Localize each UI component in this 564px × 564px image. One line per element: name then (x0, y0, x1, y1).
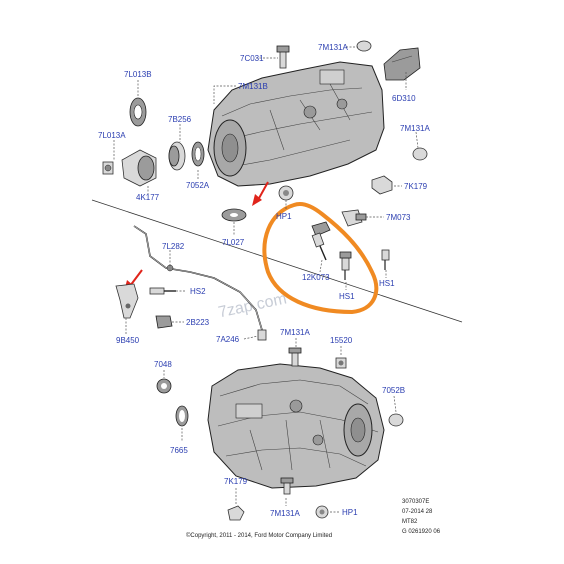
part-7048-seal (156, 378, 172, 394)
upper-transmission-case (207, 61, 385, 187)
label-7L013B[interactable]: 7L013B (124, 70, 152, 79)
footer-meta: 3070307E 07-2014 28 MT82 G 0261920 06 ©C… (186, 499, 441, 539)
copyright: ©Copyright, 2011 - 2014, Ford Motor Comp… (186, 532, 332, 539)
part-7M073-switch (341, 209, 367, 227)
label-HS2[interactable]: HS2 (190, 287, 206, 296)
label-9B450[interactable]: 9B450 (116, 336, 140, 345)
g-code: G 0261920 06 (402, 529, 441, 535)
part-7C031-bolt (276, 45, 290, 69)
part-7L027-washer (221, 208, 247, 222)
label-HS1-center[interactable]: HS1 (339, 292, 355, 301)
red-arrow-upper (252, 181, 269, 206)
label-6D310[interactable]: 6D310 (392, 94, 416, 103)
label-7K179-bottom[interactable]: 7K179 (224, 477, 248, 486)
label-7C031[interactable]: 7C031 (240, 54, 264, 63)
label-7M131A-mid[interactable]: 7M131A (280, 328, 310, 337)
part-4K177-housing (121, 149, 157, 187)
label-7M131A-bottom[interactable]: 7M131A (270, 509, 300, 518)
part-7K179-plug-top (371, 175, 393, 195)
part-12K073-sensor (311, 221, 331, 261)
label-7052B[interactable]: 7052B (382, 386, 405, 395)
part-6D310-bracket (383, 47, 421, 81)
part-15520-sensor (335, 357, 347, 369)
lower-transmission-case (207, 363, 385, 489)
label-7048[interactable]: 7048 (154, 360, 172, 369)
part-HS1-sensor-center (339, 251, 352, 280)
label-7665[interactable]: 7665 (170, 446, 188, 455)
label-7A246[interactable]: 7A246 (216, 335, 240, 344)
leader-lines (113, 46, 419, 513)
part-7L013A-bolt (102, 161, 114, 175)
part-7A246-connector (257, 329, 267, 341)
part-HP1-plug-top (278, 185, 294, 201)
label-7M131A-right[interactable]: 7M131A (400, 124, 430, 133)
part-7M131A-plug-right (412, 147, 428, 161)
label-7M131B[interactable]: 7M131B (238, 82, 268, 91)
label-HP1-top[interactable]: HP1 (276, 212, 292, 221)
highlight-circle (262, 202, 379, 315)
part-7L013B-seal (129, 97, 147, 127)
label-7L013A[interactable]: 7L013A (98, 131, 126, 140)
label-HS1-right[interactable]: HS1 (379, 279, 395, 288)
part-7M131A-bolt-top (356, 40, 372, 52)
part-HP1-plug-bottom (315, 505, 329, 519)
label-2B223[interactable]: 2B223 (186, 318, 210, 327)
part-labels: 7C031 7M131A 7L013B 7M131B 6D310 7B256 7… (98, 43, 430, 518)
part-7B256-bearing (168, 141, 186, 171)
label-7K179-top[interactable]: 7K179 (404, 182, 428, 191)
label-7L027[interactable]: 7L027 (222, 238, 245, 247)
label-HP1-bottom[interactable]: HP1 (342, 508, 358, 517)
label-7M131A-top[interactable]: 7M131A (318, 43, 348, 52)
label-7052A[interactable]: 7052A (186, 181, 210, 190)
part-9B450-bracket (115, 283, 139, 319)
label-7M073[interactable]: 7M073 (386, 213, 411, 222)
model-code: MT82 (402, 519, 418, 525)
part-7052A-ring (191, 141, 205, 167)
part-7M131A-bolt-mid (288, 347, 302, 367)
part-2B223-clip (155, 315, 173, 329)
part-7052B-plug (388, 413, 404, 427)
date-code: 07-2014 28 (402, 509, 433, 515)
part-7L282-cable (133, 225, 263, 331)
label-15520[interactable]: 15520 (330, 336, 353, 345)
label-7L282[interactable]: 7L282 (162, 242, 185, 251)
part-HS2-sensor (149, 287, 176, 295)
label-12K073[interactable]: 12K073 (302, 273, 330, 282)
part-HS1-sensor-right (381, 249, 390, 270)
part-7K179-plug-bottom (227, 505, 245, 521)
label-7B256[interactable]: 7B256 (168, 115, 192, 124)
ref-code: 3070307E (402, 499, 429, 505)
part-7M131A-bolt-bottom (280, 477, 294, 495)
label-4K177[interactable]: 4K177 (136, 193, 160, 202)
part-7665-ring (175, 405, 189, 427)
section-divider (91, 199, 463, 323)
